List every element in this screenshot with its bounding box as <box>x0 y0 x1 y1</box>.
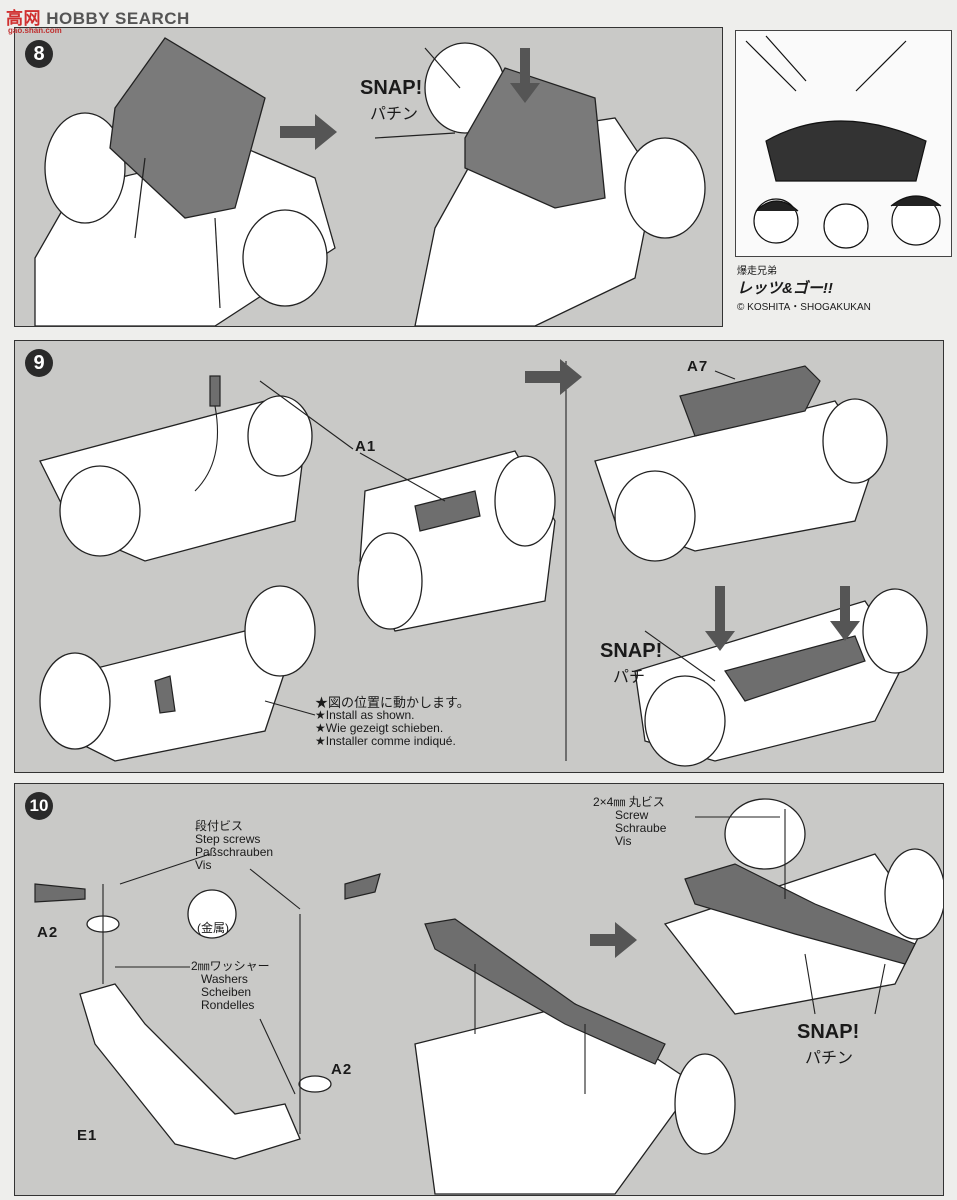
label-de: Paßschrauben <box>195 845 274 859</box>
credit-title: レッツ&ゴー!! <box>737 280 833 297</box>
step-9-illustration <box>39 359 928 767</box>
credit-caption: 爆走兄弟 レッツ&ゴー!! © KOSHITA・SHOGAKUKAN <box>737 262 871 313</box>
part-label-a2-right: A2 <box>331 1061 353 1078</box>
snap-label: SNAP! <box>600 640 663 662</box>
snap-label: SNAP! <box>797 1021 860 1043</box>
note-en: ★Install as shown. <box>315 708 415 722</box>
part-label-a7: A7 <box>687 358 709 375</box>
note-de: ★Wie gezeigt schieben. <box>315 721 444 735</box>
step-number: 10 <box>25 792 53 820</box>
note-jp: ★図の位置に動かします。 <box>315 695 470 710</box>
step-10-panel: 10 段付ビス Step screws Paßschrauben <box>14 783 944 1196</box>
label-fr: Rondelles <box>201 998 255 1012</box>
watermark: 高网 HOBBY SEARCH <box>6 9 190 28</box>
snap-label: SNAP! <box>360 77 423 99</box>
step-number: 8 <box>25 40 53 68</box>
part-label-e1: E1 <box>77 1127 98 1144</box>
label-en: Screw <box>615 808 649 822</box>
watermark-brand: HOBBY SEARCH <box>46 9 190 28</box>
manga-illustration <box>735 30 952 257</box>
part-label-a1: A1 <box>355 438 377 455</box>
label-de: Scheiben <box>201 985 252 999</box>
snap-label-jp: パチン <box>370 106 419 123</box>
label-fr: Vis <box>615 834 632 848</box>
label-en: Washers <box>201 972 248 986</box>
metal-label: (金属) <box>197 921 229 935</box>
label-de: Schraube <box>615 821 667 835</box>
washers-label: 2㎜ワッシャー Washers Scheiben Rondelles <box>191 960 270 1012</box>
install-notes: ★図の位置に動かします。 ★Install as shown. ★Wie gez… <box>315 696 470 748</box>
credit-subtitle: 爆走兄弟 <box>737 266 777 277</box>
snap-label-jp: パチ <box>613 669 646 686</box>
step-number: 9 <box>25 349 53 377</box>
label-jp: 2㎜ワッシャー <box>191 959 270 973</box>
label-jp: 段付ビス <box>195 819 244 833</box>
watermark-site: gao.shan.com <box>8 26 62 35</box>
part-label-a2: A2 <box>37 924 59 941</box>
screw-label: 2×4㎜ 丸ビス Screw Schraube Vis <box>593 796 666 848</box>
label-en: Step screws <box>195 832 261 846</box>
step-8-illustration <box>34 37 706 326</box>
step-8-panel: 8 SNAP! パチン <box>14 27 723 327</box>
note-fr: ★Installer comme indiqué. <box>315 734 456 748</box>
label-fr: Vis <box>195 858 212 872</box>
label-jp: 2×4㎜ 丸ビス <box>593 795 665 809</box>
snap-label-jp: パチン <box>805 1050 854 1067</box>
step-9-panel: 9 A1 A7 SNAP <box>14 340 944 773</box>
copyright: © KOSHITA・SHOGAKUKAN <box>737 302 871 313</box>
step-screws-label: 段付ビス Step screws Paßschrauben Vis <box>195 820 273 872</box>
step-10-illustration <box>34 798 943 1195</box>
